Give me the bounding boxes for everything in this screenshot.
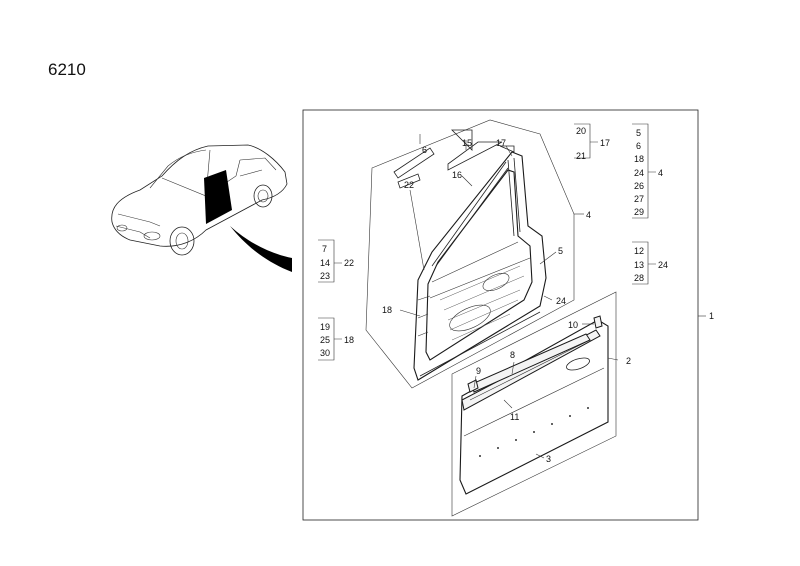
group-item: 12 xyxy=(634,246,644,256)
group-item: 30 xyxy=(320,348,330,358)
group-item: 13 xyxy=(634,260,644,270)
callout-15: 15 xyxy=(462,138,472,148)
group-item: 20 xyxy=(576,126,586,136)
car-thumbnail xyxy=(111,144,288,256)
callout-17: 17 xyxy=(496,138,506,148)
group-item: 25 xyxy=(320,335,330,345)
callout-10: 10 xyxy=(568,320,578,330)
group-item: 19 xyxy=(320,322,330,332)
callout-5: 5 xyxy=(558,246,563,256)
group-target: 17 xyxy=(600,138,610,148)
group-item: 14 xyxy=(320,258,330,268)
callout-3: 3 xyxy=(546,454,551,464)
group-target: 24 xyxy=(658,260,668,270)
group-item: 6 xyxy=(636,141,641,151)
group-item: 21 xyxy=(576,151,586,161)
group-item: 7 xyxy=(322,244,327,254)
group-item: 27 xyxy=(634,194,644,204)
group-item: 28 xyxy=(634,273,644,283)
assembly-frame xyxy=(302,109,699,521)
group-item: 5 xyxy=(636,128,641,138)
group-7-14-23: 7 14 23 22 xyxy=(318,239,354,283)
door-outer-panel xyxy=(459,315,609,495)
callout-11: 11 xyxy=(510,412,519,422)
callout-24: 24 xyxy=(556,296,566,306)
group-12-13-28: 12 13 28 24 xyxy=(632,241,668,285)
group-item: 23 xyxy=(320,271,330,281)
label-diamonds xyxy=(393,129,515,189)
callout-8: 8 xyxy=(510,350,515,360)
subassembly-outline-frame xyxy=(365,119,575,389)
page-number: 6210 xyxy=(48,60,86,79)
group-5-29: 5 6 18 24 26 27 29 4 xyxy=(632,123,663,219)
group-target: 22 xyxy=(344,258,354,268)
group-20-21: 20 21 17 xyxy=(574,123,610,161)
callout-9: 9 xyxy=(476,366,481,376)
group-item: 18 xyxy=(634,154,644,164)
callout-2: 2 xyxy=(626,356,631,366)
group-item: 24 xyxy=(634,168,644,178)
group-item: 26 xyxy=(634,181,644,191)
subassembly-outline-panel xyxy=(451,291,617,517)
group-target: 4 xyxy=(658,168,663,178)
callout-wedge xyxy=(230,226,292,272)
callout-1: 1 xyxy=(709,311,714,321)
callout-18: 18 xyxy=(382,305,392,315)
group-19-25-30: 19 25 30 18 xyxy=(318,317,354,361)
callout-6: 6 xyxy=(422,145,427,155)
group-item: 29 xyxy=(634,207,644,217)
door-inner-frame xyxy=(413,151,547,381)
leader-lines xyxy=(399,134,706,459)
callout-4: 4 xyxy=(586,210,591,220)
callout-16: 16 xyxy=(452,170,462,180)
callout-22: 22 xyxy=(404,180,414,190)
callout-labels: 1 2 3 4 5 6 8 9 10 11 15 16 17 18 22 24 xyxy=(382,138,714,464)
group-target: 18 xyxy=(344,335,354,345)
